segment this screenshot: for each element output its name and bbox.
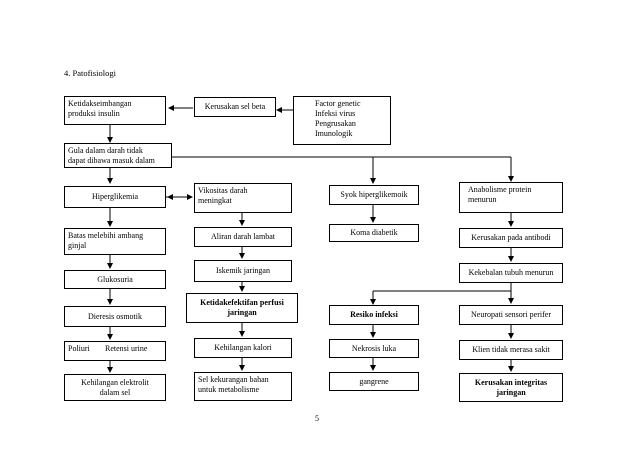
node-syok: Syok hiperglikemoik: [329, 185, 419, 205]
node-kerusakan-integritas: Kerusakan integritas jaringan: [459, 373, 563, 402]
node-anabolisme: Anabolisme protein menurun: [459, 182, 563, 213]
node-kehilangan-elektrolit: Kehilangan elektrolit dalam sel: [64, 374, 166, 401]
section-heading: 4. Patofisiologi: [64, 68, 116, 78]
node-vikositas: Vikositas darah meningkat: [194, 183, 292, 213]
node-nekrosis: Nekrosis luka: [329, 339, 419, 358]
node-retensi: Retensi urine: [105, 344, 148, 353]
node-ketidakseimbangan: Ketidakseimbangan produksi insulin: [64, 96, 166, 125]
node-iskemik: Iskemik jaringan: [194, 260, 292, 282]
node-glukosuria: Glukosuria: [64, 270, 166, 289]
node-poliuri: Poliuri: [68, 344, 90, 353]
node-koma: Koma diabetik: [329, 224, 419, 242]
node-neuropati: Neuropati sensori perifer: [459, 305, 563, 325]
node-kerusakan-sel-beta: Kerusakan sel beta: [194, 97, 276, 117]
node-kerusakan-antibodi: Kerusakan pada antibodi: [459, 228, 563, 248]
node-ketidakefektifan: Ketidakefektifan perfusi jaringan: [186, 293, 298, 323]
node-gula-darah: Gula dalam darah tidak dapat dibawa masu…: [64, 143, 172, 168]
node-hiperglikemia: Hiperglikemia: [64, 186, 166, 208]
node-poliuri-retensi: Poliuri Retensi urine: [64, 341, 166, 361]
node-dieresis: Dieresis osmotik: [64, 306, 166, 327]
node-kekebalan: Kekebalan tubuh menurun: [459, 263, 563, 283]
node-klien: Klien tidak merasa sakit: [459, 340, 563, 360]
page-number: 5: [315, 414, 319, 423]
node-sel-kekurangan: Sel kekurangan bahan untuk metabolisme: [194, 372, 292, 401]
node-aliran: Aliran darah lambat: [194, 227, 292, 247]
node-factor: Factor genetic Infeksi virus Pengrusakan…: [293, 96, 391, 145]
node-kehilangan-kalori: Kehilangan kalori: [194, 338, 292, 358]
node-resiko: Resiko infeksi: [329, 305, 419, 325]
node-batas: Batas melebihi ambang ginjal: [64, 228, 166, 255]
node-gangrene: gangrene: [329, 372, 419, 391]
